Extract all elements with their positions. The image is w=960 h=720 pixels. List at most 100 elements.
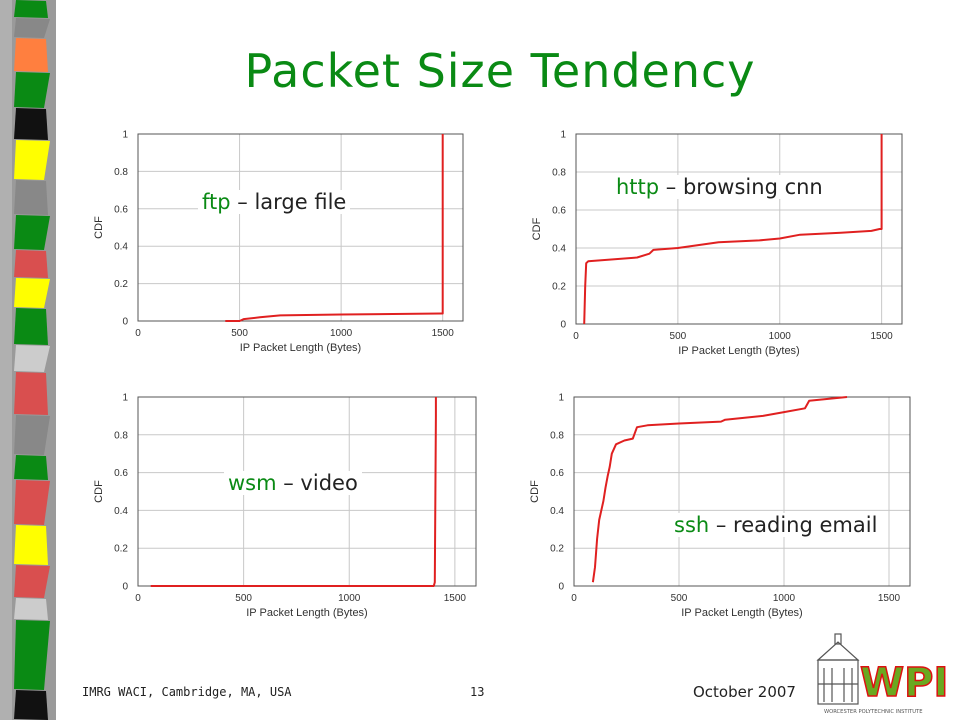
x-tick-label: 1500 bbox=[871, 331, 894, 342]
plot-frame bbox=[573, 396, 911, 587]
plot-frame bbox=[137, 133, 464, 322]
y-tick-label: 0.8 bbox=[114, 167, 128, 178]
y-tick-label: 0.2 bbox=[552, 282, 566, 293]
label-wsm: wsm – video bbox=[224, 471, 362, 495]
strip-block bbox=[14, 215, 50, 250]
y-tick-label: 0.4 bbox=[552, 244, 566, 255]
label-ftp-text: – large file bbox=[230, 190, 347, 214]
y-tick-label: 0.2 bbox=[114, 279, 128, 290]
wpi-logo: WPI WORCESTER POLYTECHNIC INSTITUTE bbox=[816, 633, 949, 715]
strip-block bbox=[14, 18, 50, 38]
strip-block bbox=[14, 345, 50, 372]
chart-ftp: 0 500 1000 1500 0 0.2 0.4 0.6 0.8 1 IP Packet Leng… bbox=[88, 124, 482, 360]
x-axis-label: IP Packet Length (Bytes) bbox=[240, 342, 361, 354]
x-tick-label: 500 bbox=[235, 593, 252, 604]
strip-block bbox=[14, 72, 50, 108]
strip-edge bbox=[0, 0, 12, 720]
label-ftp-proto: ftp bbox=[202, 190, 231, 214]
y-tick-label: 0 bbox=[560, 320, 566, 331]
x-tick-label: 0 bbox=[135, 593, 141, 604]
y-tick-label: 1 bbox=[122, 393, 128, 404]
slide-title: Packet Size Tendency bbox=[244, 44, 756, 98]
y-tick-label: 0.8 bbox=[552, 168, 566, 179]
strip-block bbox=[14, 480, 50, 525]
x-tick-label: 1000 bbox=[330, 328, 353, 339]
y-tick-label: 0.4 bbox=[114, 242, 128, 253]
y-tick-label: 0.6 bbox=[550, 468, 564, 479]
x-tick-label: 500 bbox=[670, 331, 687, 342]
x-tick-label: 0 bbox=[573, 331, 579, 342]
chart-http: 0 500 1000 1500 0 0.2 0.4 0.6 0.8 1 IP Packet Leng… bbox=[518, 122, 916, 364]
strip-block bbox=[14, 620, 50, 690]
x-tick-label: 0 bbox=[135, 328, 141, 339]
x-tick-label: 1500 bbox=[432, 328, 455, 339]
cdf-series-line bbox=[150, 397, 437, 587]
label-http: http – browsing cnn bbox=[612, 175, 827, 199]
cdf-series-line bbox=[583, 134, 883, 325]
footer-date: October 2007 bbox=[693, 683, 796, 701]
x-tick-label: 1500 bbox=[444, 593, 467, 604]
x-tick-label: 1000 bbox=[338, 593, 361, 604]
building-icon bbox=[816, 633, 860, 705]
label-ssh-proto: ssh bbox=[674, 513, 710, 537]
y-tick-label: 1 bbox=[558, 393, 564, 404]
strip-block bbox=[14, 565, 50, 598]
y-tick-label: 1 bbox=[560, 130, 566, 141]
strip-block bbox=[14, 108, 48, 140]
strip-block bbox=[14, 180, 48, 215]
label-wsm-proto: wsm bbox=[228, 471, 277, 495]
y-axis-label: CDF bbox=[531, 217, 543, 240]
footer-venue: IMRG WACI, Cambridge, MA, USA bbox=[82, 685, 292, 699]
strip-block bbox=[14, 278, 50, 308]
label-ssh-text: – reading email bbox=[709, 513, 878, 537]
strip-block bbox=[14, 372, 48, 415]
chart-ssh: 0 500 1000 1500 0 0.2 0.4 0.6 0.8 1 IP Packet Leng… bbox=[518, 384, 918, 624]
strip-block bbox=[14, 140, 50, 180]
y-tick-label: 0.6 bbox=[114, 204, 128, 215]
wpi-logo-text: WPI bbox=[860, 660, 948, 706]
page-number: 13 bbox=[470, 685, 485, 699]
x-axis-label: IP Packet Length (Bytes) bbox=[246, 607, 367, 619]
x-tick-label: 1500 bbox=[878, 593, 901, 604]
y-tick-label: 0.4 bbox=[550, 506, 564, 517]
x-tick-label: 500 bbox=[231, 328, 248, 339]
plot-frame bbox=[575, 133, 903, 325]
wpi-logo-subtext: WORCESTER POLYTECHNIC INSTITUTE bbox=[824, 709, 923, 715]
strip-block bbox=[14, 415, 50, 455]
y-tick-label: 0.4 bbox=[114, 506, 128, 517]
x-tick-label: 0 bbox=[571, 593, 577, 604]
y-tick-label: 0.2 bbox=[114, 544, 128, 555]
strip-block bbox=[14, 455, 48, 480]
y-tick-label: 0.6 bbox=[114, 468, 128, 479]
x-tick-label: 1000 bbox=[773, 593, 796, 604]
decorative-color-strip bbox=[0, 0, 56, 720]
x-axis-label: IP Packet Length (Bytes) bbox=[681, 607, 802, 619]
y-axis-label: CDF bbox=[93, 216, 105, 239]
strip-block bbox=[14, 690, 48, 720]
strip-block bbox=[14, 598, 48, 620]
y-tick-label: 0.6 bbox=[552, 206, 566, 217]
x-tick-label: 500 bbox=[671, 593, 688, 604]
cdf-series-line bbox=[225, 134, 444, 322]
y-tick-label: 0 bbox=[558, 582, 564, 593]
label-ssh: ssh – reading email bbox=[670, 513, 882, 537]
y-tick-label: 1 bbox=[122, 130, 128, 141]
y-tick-label: 0 bbox=[122, 582, 128, 593]
label-http-proto: http bbox=[616, 175, 660, 199]
y-tick-label: 0.2 bbox=[550, 544, 564, 555]
chart-wsm: 0 500 1000 1500 0 0.2 0.4 0.6 0.8 1 IP Packet Leng… bbox=[88, 384, 482, 624]
strip-block bbox=[14, 308, 48, 345]
label-http-text: – browsing cnn bbox=[659, 175, 823, 199]
y-axis-label: CDF bbox=[93, 480, 105, 503]
y-axis-label: CDF bbox=[529, 480, 541, 503]
y-tick-label: 0 bbox=[122, 317, 128, 328]
x-axis-label: IP Packet Length (Bytes) bbox=[678, 345, 799, 357]
strip-block bbox=[14, 525, 48, 565]
x-tick-label: 1000 bbox=[769, 331, 792, 342]
y-tick-label: 0.8 bbox=[550, 430, 564, 441]
strip-block bbox=[14, 38, 48, 72]
y-tick-label: 0.8 bbox=[114, 430, 128, 441]
label-ftp: ftp – large file bbox=[198, 190, 351, 214]
cdf-series-line bbox=[591, 396, 848, 583]
strip-block bbox=[14, 250, 48, 278]
